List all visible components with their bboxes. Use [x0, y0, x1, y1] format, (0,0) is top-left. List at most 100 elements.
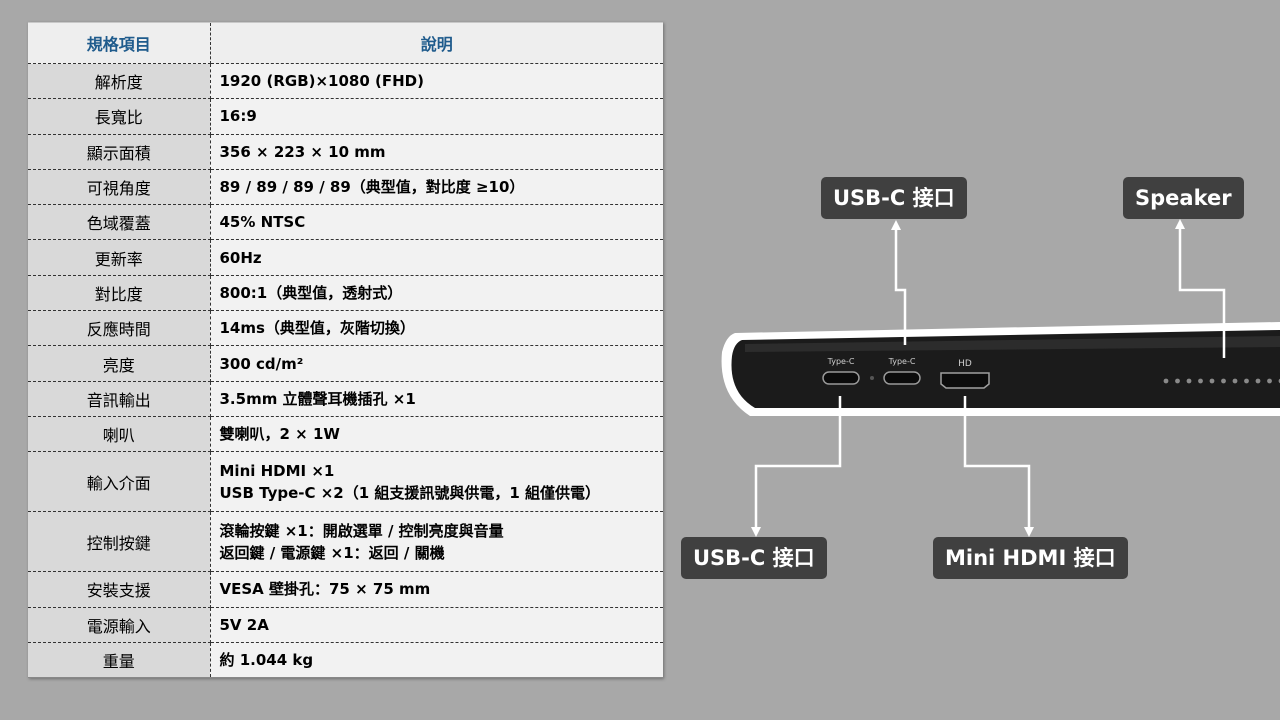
spec-key: 對比度: [28, 275, 211, 312]
spec-key: 解析度: [28, 63, 211, 100]
table-row: 更新率 60Hz: [28, 239, 663, 276]
speaker-dot: [1255, 378, 1261, 384]
table-row: 安裝支援 VESA 壁掛孔：75 × 75 mm: [28, 571, 663, 608]
spec-key: 安裝支援: [28, 571, 211, 608]
leader-mini-hdmi: [963, 396, 1031, 530]
spec-value: 89 / 89 / 89 / 89（典型值，對比度 ≥10）: [210, 169, 663, 206]
table-header-row: 規格項目 說明: [28, 22, 663, 64]
spec-value: 300 cd/m²: [210, 345, 663, 382]
spec-value-line: 89 / 89 / 89 / 89（典型值，對比度 ≥10）: [219, 178, 525, 197]
spec-value: VESA 壁掛孔：75 × 75 mm: [210, 571, 663, 608]
spec-value: 14ms（典型值，灰階切換）: [210, 310, 663, 347]
spec-value-line: 60Hz: [219, 248, 262, 267]
leader-arrowheads: [751, 219, 1185, 537]
spec-value-line: 800:1（典型值，透射式）: [219, 283, 403, 302]
table-row: 重量約 1.044 kg: [28, 642, 663, 679]
spec-key: 更新率: [28, 239, 211, 276]
spec-value-line: 滾輪按鍵 ×1：開啟選單 / 控制亮度與音量: [219, 521, 504, 540]
typec-port-2-icon: [883, 371, 921, 385]
table-row: 可視角度 89 / 89 / 89 / 89（典型值，對比度 ≥10）: [28, 169, 663, 206]
leader-usbc-bottom: [754, 396, 842, 530]
spec-key: 控制按鍵: [28, 511, 211, 573]
spec-value: 5V 2A: [210, 607, 663, 643]
table-row: 長寬比 16:9: [28, 98, 663, 135]
spec-value-line: 返回鍵 / 電源鍵 ×1：返回 / 關機: [219, 543, 445, 562]
table-row: 音訊輸出 3.5mm 立體聲耳機插孔 ×1: [28, 381, 663, 417]
speaker-dot: [1244, 378, 1249, 384]
table-row: 輸入介面 Mini HDMI ×1 USB Type-C ×2（1 組支援訊號與供電…: [28, 451, 663, 513]
spec-value: 45% NTSC: [210, 204, 663, 241]
typec-port-1-icon: [822, 371, 860, 385]
spec-value: 16:9: [210, 98, 663, 135]
spec-key: 輸入介面: [28, 451, 211, 513]
callout-usbc-bottom: USB-C 接口: [681, 537, 827, 579]
spec-value: 800:1（典型值，透射式）: [210, 275, 663, 312]
spec-key: 長寬比: [28, 98, 211, 135]
spec-value-line: USB Type-C ×2（1 組支援訊號與供電，1 組僅供電）: [219, 483, 601, 502]
spec-value: 1920 (RGB)×1080 (FHD): [210, 63, 663, 100]
table-row: 顯示面積 356 × 223 × 10 mm: [28, 134, 663, 170]
spec-value-line: 約 1.044 kg: [219, 651, 314, 669]
spec-key: 重量: [28, 642, 211, 679]
monitor-edge-highlight: [745, 336, 1280, 352]
spec-value-line: 3.5mm 立體聲耳機插孔 ×1: [219, 389, 416, 408]
spec-table: 規格項目 說明 解析度 1920 (RGB)×1080 (FHD) 長寬比 16:9 顯…: [28, 22, 663, 679]
spec-value-line: 14ms（典型值，灰階切換）: [219, 319, 415, 338]
spec-key: 可視角度: [28, 169, 211, 206]
table-row: 亮度 300 cd/m²: [28, 345, 663, 382]
speaker-dot: [1163, 378, 1169, 384]
speaker-dot: [1198, 378, 1203, 384]
spec-value-line: 5V 2A: [219, 615, 269, 634]
spec-value-line: VESA 壁掛孔：75 × 75 mm: [219, 580, 431, 599]
arrow-down-icon: [751, 527, 761, 537]
spec-value-line: 300 cd/m²: [219, 354, 304, 373]
callout-speaker: Speaker: [1123, 177, 1244, 219]
callout-usbc-top: USB-C 接口: [821, 177, 967, 219]
spec-key: 亮度: [28, 345, 211, 382]
spec-value-line: 1920 (RGB)×1080 (FHD): [219, 72, 424, 91]
leader-speaker: [1178, 226, 1226, 358]
spec-key: 色域覆蓋: [28, 204, 211, 241]
spec-value-line: 雙喇叭，2 × 1W: [219, 425, 340, 444]
spec-key: 反應時間: [28, 310, 211, 347]
speaker-dot: [1232, 378, 1238, 384]
spec-value: 雙喇叭，2 × 1W: [210, 416, 663, 453]
spec-value: Mini HDMI ×1 USB Type-C ×2（1 組支援訊號與供電，1 組…: [210, 451, 663, 513]
header-spec-item: 規格項目: [28, 22, 211, 64]
table-row: 對比度 800:1（典型值，透射式）: [28, 275, 663, 312]
table-row: 色域覆蓋 45% NTSC: [28, 204, 663, 241]
table-row: 電源輸入 5V 2A: [28, 607, 663, 643]
spec-key: 喇叭: [28, 416, 211, 453]
arrow-up-icon: [891, 220, 901, 230]
leader-usbc-top: [894, 228, 907, 345]
spec-value-line: 16:9: [219, 107, 257, 126]
table-row: 反應時間 14ms（典型值，灰階切換）: [28, 310, 663, 347]
spec-value-line: 45% NTSC: [219, 213, 306, 232]
typec-1-port-label: Type-C: [827, 357, 855, 366]
spec-value: 約 1.044 kg: [210, 642, 663, 679]
table-row: 喇叭雙喇叭，2 × 1W: [28, 416, 663, 453]
header-description: 說明: [210, 22, 663, 64]
speaker-dot: [1267, 378, 1272, 384]
hdmi-port-label: HD: [958, 359, 972, 369]
mini-hdmi-port-icon: [940, 372, 990, 389]
spec-key: 音訊輸出: [28, 381, 211, 417]
callout-mini-hdmi: Mini HDMI 接口: [933, 537, 1128, 579]
typec-2-port-label: Type-C: [888, 357, 916, 366]
spec-value: 356 × 223 × 10 mm: [210, 134, 663, 170]
table-row: 控制按鍵滾輪按鍵 ×1：開啟選單 / 控制亮度與音量返回鍵 / 電源鍵 ×1：返…: [28, 511, 663, 573]
spec-value: 3.5mm 立體聲耳機插孔 ×1: [210, 381, 663, 417]
spec-value-line: Mini HDMI ×1: [219, 461, 335, 480]
speaker-dot: [1221, 378, 1226, 384]
spec-key: 電源輸入: [28, 607, 211, 643]
arrow-up-icon: [1175, 219, 1185, 229]
spec-value: 滾輪按鍵 ×1：開啟選單 / 控制亮度與音量返回鍵 / 電源鍵 ×1：返回 / …: [210, 511, 663, 573]
speaker-dot: [1186, 378, 1192, 384]
table-row: 解析度 1920 (RGB)×1080 (FHD): [28, 63, 663, 100]
indicator-led-icon: [870, 376, 874, 380]
arrow-down-icon: [1024, 527, 1034, 537]
spec-key: 顯示面積: [28, 134, 211, 170]
spec-table-body: 解析度 1920 (RGB)×1080 (FHD) 長寬比 16:9 顯示面積 356 ×…: [28, 63, 663, 679]
spec-value-line: 356 × 223 × 10 mm: [219, 142, 386, 161]
